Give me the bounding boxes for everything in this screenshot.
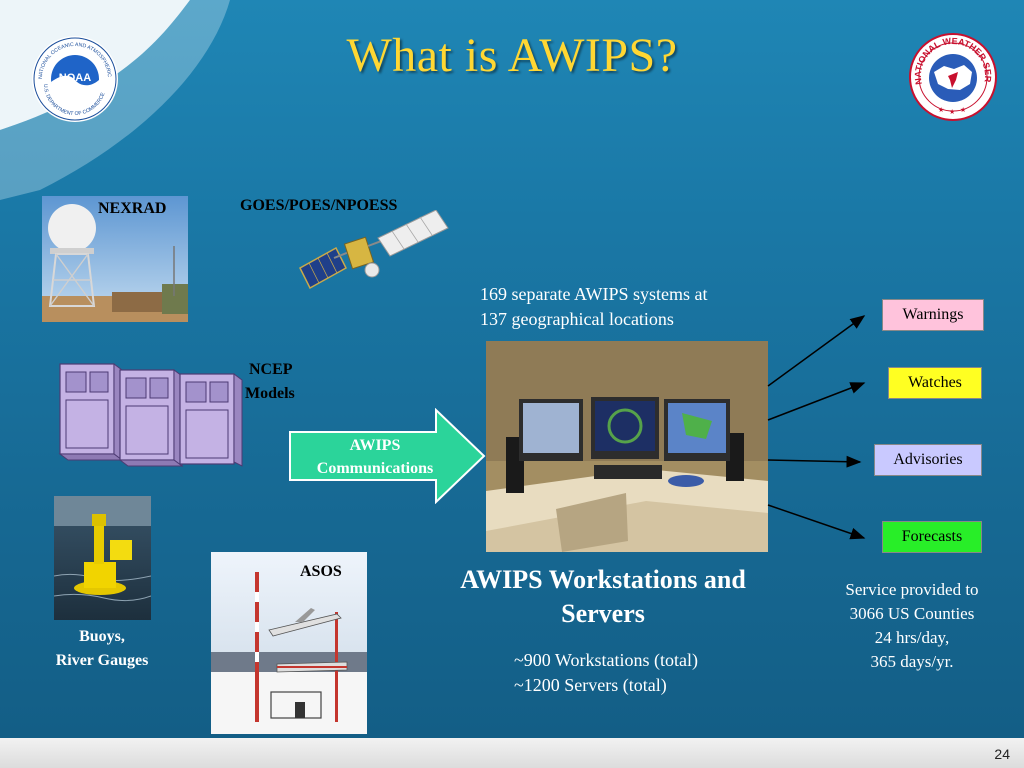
output-advisories: Advisories [874,444,982,476]
arrow-to-advisories [767,455,862,468]
ncep-servers-icon [58,363,243,467]
service-line1: Service provided to [845,580,979,599]
page-number: 24 [994,746,1010,762]
communications-arrow [289,408,486,504]
workstations-stats: ~900 Workstations (total) ~1200 Servers … [514,648,698,698]
service-line4: 365 days/yr. [870,652,954,671]
output-warnings: Warnings [882,299,984,331]
arrow-to-watches [767,382,866,421]
buoys-label-line1: Buoys, [79,628,125,645]
service-text: Service provided to 3066 US Counties 24 … [820,578,1004,674]
nws-logo: NATIONAL WEATHER SERVICE ★ ★ ★ [908,32,997,121]
satellite-icon [299,210,449,290]
buoys-label: Buoys, River Gauges [44,625,160,673]
workstations-title-line1: AWIPS Workstations and [460,565,746,594]
service-line2: 3066 US Counties [849,604,975,623]
output-watches: Watches [888,367,982,399]
workstations-stat-1: ~900 Workstations (total) [514,650,698,670]
ncep-label-line1: NCEP [249,361,293,378]
communications-label: AWIPS Communications [292,434,458,480]
slide-title: What is AWIPS? [346,29,678,82]
goes-label: GOES/POES/NPOESS [240,197,398,214]
svg-text:★: ★ [938,106,944,114]
workstations-title: AWIPS Workstations and Servers [438,563,768,631]
service-line3: 24 hrs/day, [874,628,950,647]
noaa-logo: NATIONAL OCEANIC AND ATMOSPHERIC ADMINIS… [30,34,118,122]
buoys-label-line2: River Gauges [55,652,149,669]
systems-count-line1: 169 separate AWIPS systems at [480,284,708,304]
ncep-label: NCEP Models [245,358,295,406]
arrow-to-forecasts [767,504,866,540]
communications-label-line1: AWIPS [349,437,401,454]
output-forecasts: Forecasts [882,521,982,553]
asos-station-photo [211,552,367,734]
svg-text:★: ★ [960,106,966,114]
ncep-label-line2: Models [245,385,295,402]
nexrad-radar-photo [42,196,188,322]
footer-bar [0,738,1024,768]
systems-count-line2: 137 geographical locations [480,309,674,329]
awips-workstation-photo [486,341,768,552]
workstations-stat-2: ~1200 Servers (total) [514,675,667,695]
arrow-to-warnings [767,315,866,387]
systems-count-text: 169 separate AWIPS systems at 137 geogra… [480,282,708,332]
communications-label-line2: Communications [316,460,434,477]
svg-text:★: ★ [949,108,955,116]
nexrad-label: NEXRAD [98,200,167,217]
workstations-title-line2: Servers [561,599,645,628]
noaa-logo-text: NOAA [59,72,91,84]
asos-label: ASOS [300,563,342,580]
buoy-photo [54,496,151,620]
